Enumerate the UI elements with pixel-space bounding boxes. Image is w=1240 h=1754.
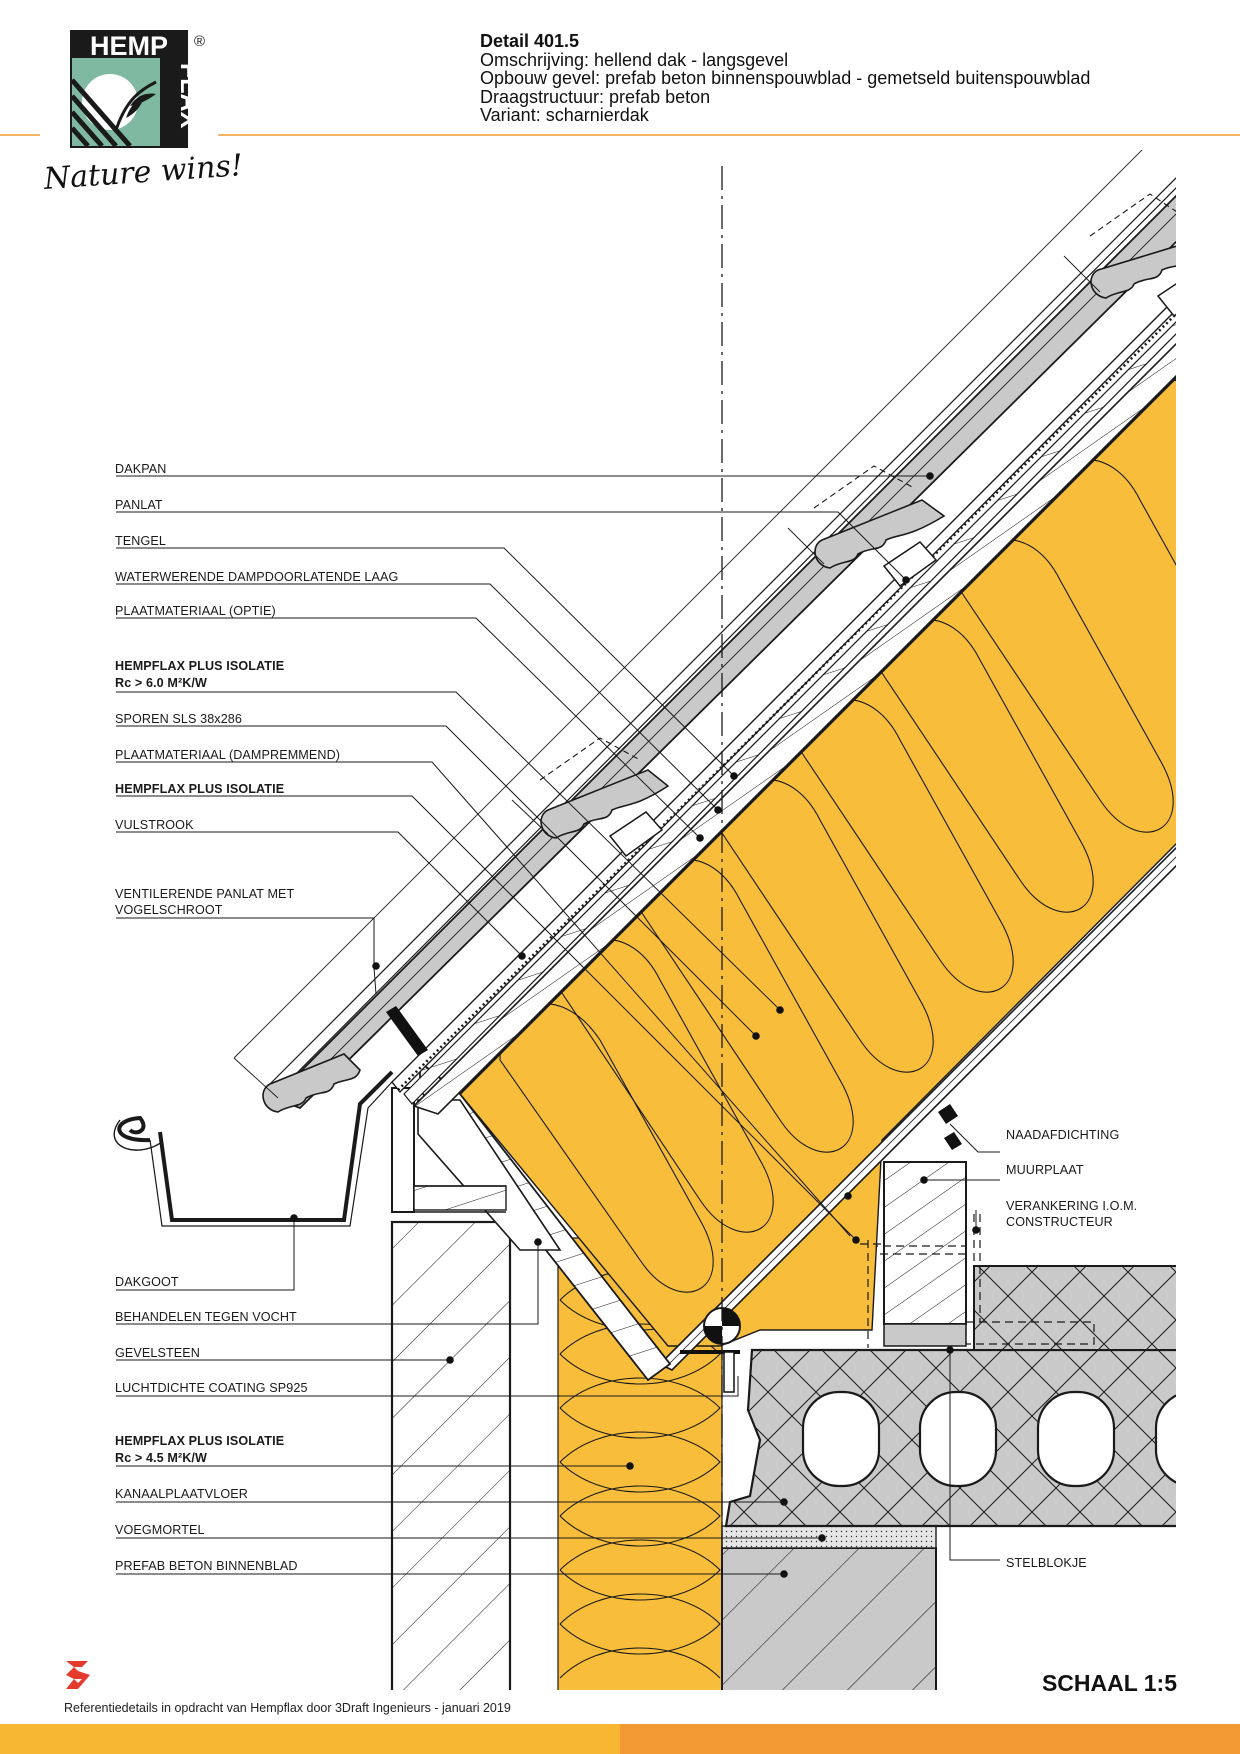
registered-mark: ® xyxy=(194,33,205,50)
floor-channel xyxy=(918,1390,998,1488)
hempflax-logo: HEMP FLAX ® xyxy=(70,30,205,148)
label-roof-insulation: HEMPFLAX PLUS ISOLATIE xyxy=(115,659,284,673)
label-board-vapour: PLAATMATERIAAL (DAMPREMMEND) xyxy=(115,748,340,762)
ventilating-batten xyxy=(386,1006,428,1056)
label-roof-insulation-rc: Rc > 6.0 M²K/W xyxy=(115,676,207,690)
description-line: Omschrijving: hellend dak - langsgevel xyxy=(480,49,789,70)
scale-label: SCHAAL 1:5 xyxy=(1041,1670,1177,1696)
label-insulation: HEMPFLAX PLUS ISOLATIE xyxy=(115,782,284,796)
label-floor: KANAALPLAATVLOER xyxy=(115,1487,248,1501)
facade-brick xyxy=(390,1220,512,1690)
label-anchoring-2: CONSTRUCTEUR xyxy=(1006,1215,1113,1229)
label-wall-insulation: HEMPFLAX PLUS ISOLATIE xyxy=(115,1434,284,1448)
label-wall-insulation-rc: Rc > 4.5 M²K/W xyxy=(115,1451,207,1465)
tile-profile xyxy=(262,245,1176,1113)
left-labels: DAKPAN PANLAT TENGEL WATERWERENDE DAMPDO… xyxy=(115,462,398,1573)
footer-bar-left xyxy=(0,1724,620,1754)
logo-text-top: HEMP xyxy=(90,31,168,61)
label-shim: STELBLOKJE xyxy=(1006,1556,1087,1570)
label-inner-leaf: PREFAB BETON BINNENBLAD xyxy=(115,1559,298,1573)
label-tengel: TENGEL xyxy=(115,534,166,548)
concrete-beam xyxy=(973,1265,1176,1351)
facade-build-line: Opbouw gevel: prefab beton binnenspouwbl… xyxy=(480,68,1091,88)
roof-sheathing xyxy=(412,342,1176,1115)
label-vent-batten-2: VOGELSCHROOT xyxy=(115,903,223,917)
label-vent-batten: VENTILERENDE PANLAT MET xyxy=(115,887,295,901)
prefab-inner-leaf xyxy=(721,1547,937,1690)
label-anchoring: VERANKERING I.O.M. xyxy=(1006,1199,1137,1213)
floor-channel xyxy=(1154,1394,1176,1484)
title-block: Detail 401.5 Omschrijving: hellend dak -… xyxy=(480,32,1090,125)
label-panlat: PANLAT xyxy=(115,498,163,512)
joint-mortar xyxy=(721,1525,937,1549)
label-board-option: PLAATMATERIAAL (OPTIE) xyxy=(115,604,276,618)
leader-lines xyxy=(116,475,1000,1575)
label-brick: GEVELSTEEN xyxy=(115,1346,200,1360)
floor-channel xyxy=(801,1390,881,1488)
logo-text-side: FLAX xyxy=(175,63,203,129)
label-airtight-coating: LUCHTDICHTE COATING SP925 xyxy=(115,1381,308,1395)
label-seal: NAADAFDICHTING xyxy=(1006,1128,1119,1142)
label-membrane: WATERWERENDE DAMPDOORLATENDE LAAG xyxy=(115,570,398,584)
right-labels: NAADAFDICHTING MUURPLAAT VERANKERING I.O… xyxy=(1006,1128,1137,1570)
label-filler-strip: VULSTROOK xyxy=(115,818,194,832)
wall-plate xyxy=(883,1161,967,1325)
variant-line: Variant: scharnierdak xyxy=(480,105,649,125)
gutter xyxy=(117,1070,394,1222)
label-wall-plate: MUURPLAAT xyxy=(1006,1163,1084,1177)
3draft-logo-icon xyxy=(64,1657,94,1696)
label-mortar: VOEGMORTEL xyxy=(115,1523,205,1537)
label-gutter: DAKGOOT xyxy=(115,1275,179,1289)
label-rafters: SPOREN SLS 38x286 xyxy=(115,712,242,726)
leader-dots xyxy=(290,472,980,1578)
floor-channel xyxy=(1036,1390,1116,1488)
structure-line: Draagstructuur: prefab beton xyxy=(480,86,711,107)
credit-line: Referentiedetails in opdracht van Hempfl… xyxy=(64,1701,511,1715)
label-dakpan: DAKPAN xyxy=(115,462,166,476)
label-moisture: BEHANDELEN TEGEN VOCHT xyxy=(115,1310,297,1324)
footer-bar-right xyxy=(620,1724,1240,1754)
detail-title: Detail 401.5 xyxy=(480,31,580,51)
